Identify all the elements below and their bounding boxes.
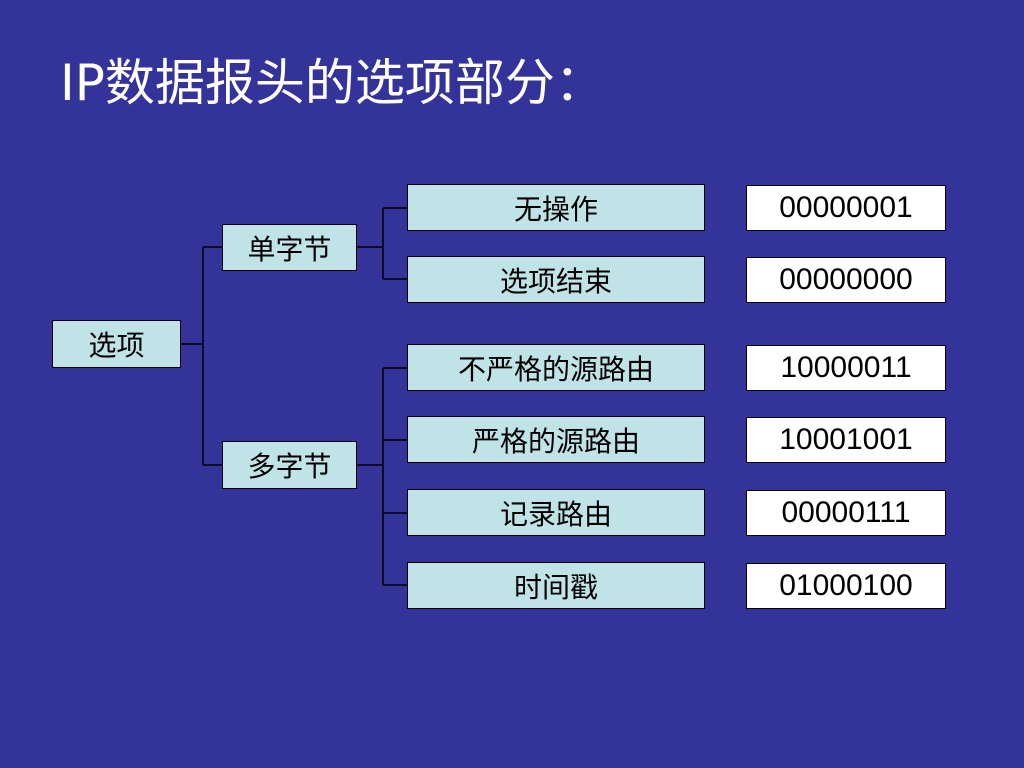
code-value: 10001001 <box>779 423 913 456</box>
option-end-of-options: 选项结束 <box>407 256 705 303</box>
multi-byte-node: 多字节 <box>222 441 357 489</box>
code-value: 00000111 <box>781 496 911 529</box>
option-name: 记录路由 <box>499 497 612 531</box>
code-end-of-options: 00000000 <box>746 257 946 303</box>
code-value: 00000000 <box>779 263 913 296</box>
option-strict-source-route: 严格的源路由 <box>407 416 705 463</box>
code-no-operation: 00000001 <box>746 185 946 231</box>
option-name: 时间戳 <box>513 570 598 604</box>
option-name: 无操作 <box>513 192 598 226</box>
option-timestamp: 时间戳 <box>407 562 705 609</box>
single-byte-node: 单字节 <box>222 224 357 271</box>
option-name: 选项结束 <box>499 264 612 298</box>
single-byte-label: 单字节 <box>247 232 332 266</box>
option-loose-source-route: 不严格的源路由 <box>407 344 705 391</box>
option-no-operation: 无操作 <box>407 184 705 231</box>
slide-title: IP数据报头的选项部分： <box>60 54 605 112</box>
option-name: 不严格的源路由 <box>457 352 654 386</box>
code-loose-source-route: 10000011 <box>746 345 946 391</box>
code-record-route: 00000111 <box>746 490 946 536</box>
multi-byte-label: 多字节 <box>247 450 332 483</box>
root-node-label: 选项 <box>88 329 145 362</box>
code-value: 00000001 <box>779 191 913 224</box>
root-node-options: 选项 <box>52 320 181 368</box>
code-strict-source-route: 10001001 <box>746 417 946 463</box>
code-timestamp: 01000100 <box>746 563 946 609</box>
code-value: 10000011 <box>780 351 912 384</box>
code-value: 01000100 <box>779 569 913 602</box>
option-record-route: 记录路由 <box>407 489 705 536</box>
option-name: 严格的源路由 <box>471 424 640 458</box>
